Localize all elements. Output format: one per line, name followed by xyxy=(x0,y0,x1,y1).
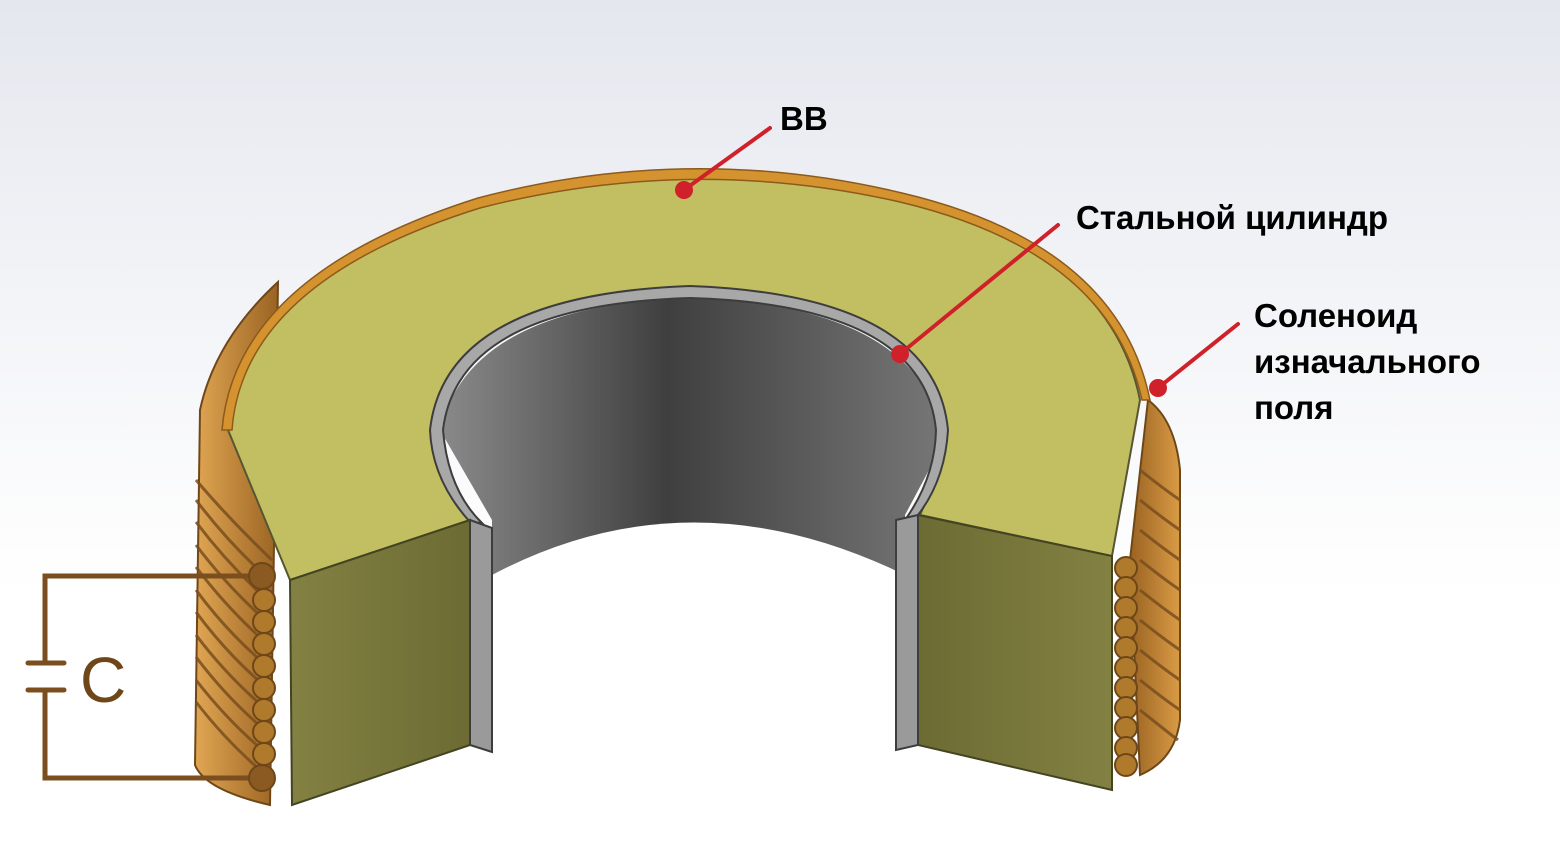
explosive-right-cut-face xyxy=(917,513,1113,792)
leader-solenoid xyxy=(1156,322,1240,390)
solenoid-left-wire-sections xyxy=(252,588,276,766)
label-solenoid-line-3: поля xyxy=(1254,389,1334,426)
label-solenoid: Соленоид изначального поля xyxy=(1254,293,1480,431)
steel-cylinder-left-cut xyxy=(469,518,493,754)
label-solenoid-line-1: Соленоид xyxy=(1254,297,1418,334)
leader-explosive xyxy=(682,126,772,192)
leader-steel xyxy=(898,223,1060,356)
label-capacitor: С xyxy=(80,644,127,716)
solenoid-right-windings xyxy=(1128,398,1181,777)
solenoid-top-rim xyxy=(221,167,1151,431)
steel-cylinder-right-cut xyxy=(895,513,919,752)
label-solenoid-line-2: изначального xyxy=(1254,343,1481,380)
steel-cylinder-rim xyxy=(428,284,950,525)
solenoid-right-wire-sections xyxy=(1114,556,1138,777)
label-explosive: ВВ xyxy=(780,100,828,137)
leader-lines xyxy=(682,126,1240,390)
label-steel-cylinder: Стальной цилиндр xyxy=(1076,199,1389,236)
cutout-floor-opening xyxy=(492,522,905,740)
capacitor-circuit xyxy=(25,573,265,781)
circuit-terminals xyxy=(248,562,276,792)
leader-dots xyxy=(675,181,1167,397)
